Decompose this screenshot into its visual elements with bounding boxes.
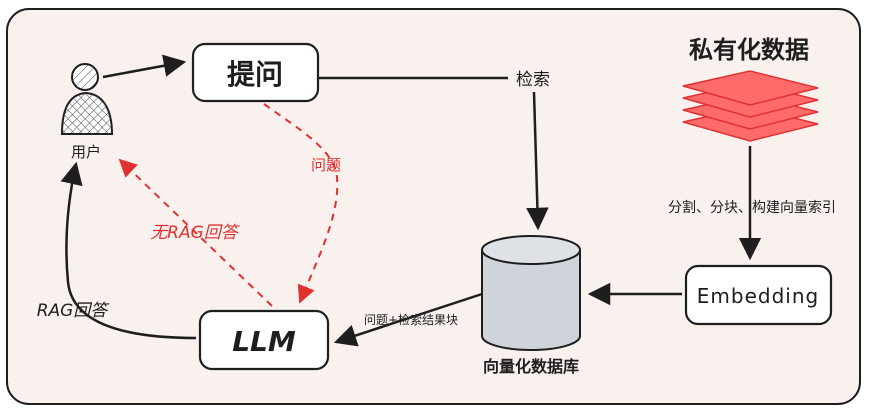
user-icon [60,63,114,135]
embedding-box [684,264,833,326]
frame [6,8,861,405]
private-data-title: 私有化数据 [689,36,809,64]
vector-db-cylinder [481,235,581,351]
embedding-box-label: Embedding [697,284,819,308]
llm-box-label: LLM [232,325,296,358]
edge-split-chunk-label: 分割、分块、构建向量索引 [668,199,836,216]
edge-no-rag-answer [118,158,273,307]
edge-question-to-llm [263,103,339,304]
user-label: 用户 [71,143,101,161]
private-data-layers-icon [682,70,819,142]
llm-box [198,309,330,371]
vector-db-label: 向量化数据库 [483,357,579,376]
edge-retrieve-label: 检索 [516,70,550,90]
edge-db-to-llm [333,292,483,347]
edge-retrieve-down [526,91,549,231]
edge-user-to-question [102,54,187,79]
question-box [191,42,320,103]
edge-db-to-llm-label: 问题+检索结果块 [364,312,458,327]
edge-rag-answer [60,161,197,340]
edge-no-rag-answer-label: 无RAG回答 [150,223,241,243]
edge-question-label: 问题 [311,156,341,174]
question-box-label: 提问 [227,58,283,91]
edge-rag-answer-label: RAG回答 [37,301,111,321]
